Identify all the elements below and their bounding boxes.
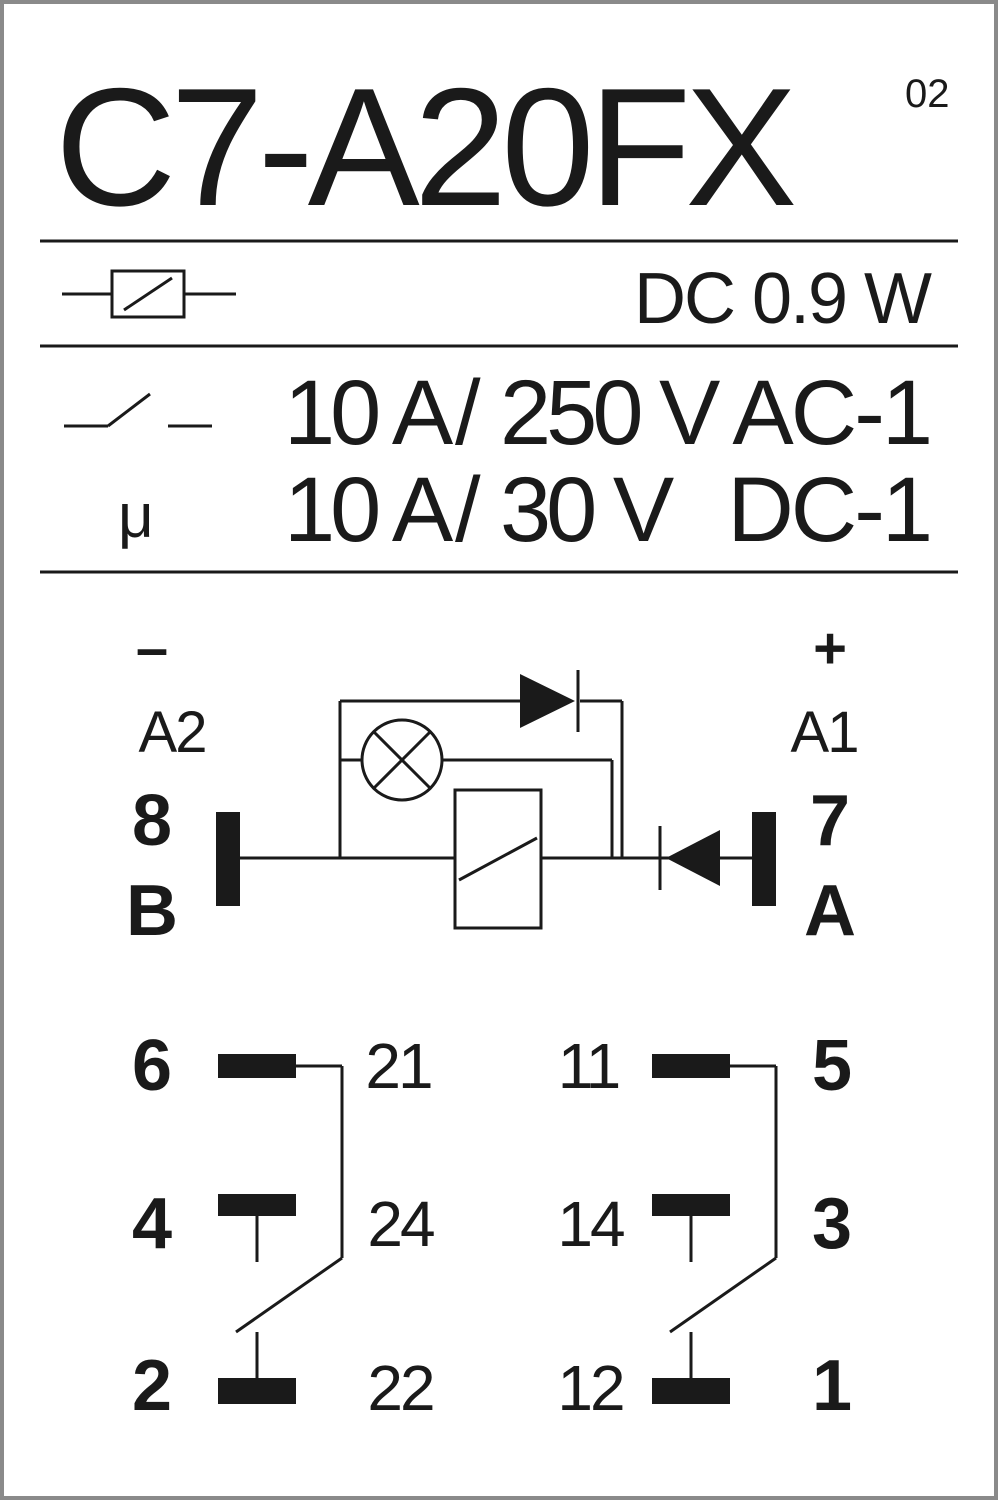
rating-current: 10 A bbox=[284, 362, 454, 464]
pin-3: 3 bbox=[812, 1184, 852, 1264]
switch-left: 6 4 2 21 24 22 bbox=[132, 1026, 437, 1426]
plus-sign: + bbox=[813, 616, 847, 681]
model-number: C7-A20FX bbox=[55, 53, 794, 241]
rating-current: 10 A bbox=[284, 459, 454, 561]
contact-14: 14 bbox=[557, 1188, 624, 1260]
pin-8: 8 bbox=[132, 781, 172, 861]
rating-voltage: 250 V bbox=[500, 362, 720, 464]
pin-5: 5 bbox=[812, 1026, 852, 1106]
diode-icon bbox=[520, 674, 575, 728]
coil-rating: DC 0.9 W bbox=[634, 259, 932, 339]
contact-12: 12 bbox=[557, 1352, 623, 1424]
terminal-a1: A1 bbox=[791, 700, 858, 765]
indicator-lamp-icon bbox=[360, 718, 444, 802]
relay-coil-icon bbox=[62, 269, 236, 319]
contact-24: 24 bbox=[367, 1188, 434, 1260]
coil-box bbox=[453, 788, 543, 930]
pin-6: 6 bbox=[132, 1026, 172, 1106]
pin-4: 4 bbox=[132, 1184, 172, 1264]
rating-category: DC-1 bbox=[727, 459, 930, 561]
switch-right: 11 14 12 5 3 1 bbox=[557, 1026, 852, 1426]
rating-separator: / bbox=[455, 459, 481, 561]
coil-circuit bbox=[216, 670, 776, 930]
diode-icon bbox=[666, 830, 720, 886]
contact-21: 21 bbox=[365, 1030, 431, 1102]
terminal-bar-a bbox=[752, 812, 776, 906]
terminal-bar-b bbox=[216, 812, 240, 906]
pin-1: 1 bbox=[812, 1346, 852, 1426]
revision-number: 02 bbox=[905, 72, 950, 116]
pin-a: A bbox=[804, 871, 856, 951]
contact-22: 22 bbox=[367, 1352, 433, 1424]
minus-sign: – bbox=[136, 616, 168, 681]
switch-contact-icon bbox=[64, 392, 212, 428]
contact-11: 11 bbox=[558, 1030, 619, 1102]
micro-symbol: μ bbox=[118, 482, 154, 551]
terminal-a2: A2 bbox=[139, 700, 206, 765]
rating-category: AC-1 bbox=[732, 362, 930, 464]
pin-b: B bbox=[126, 871, 178, 951]
rating-voltage: 30 V bbox=[500, 459, 674, 561]
rating-row-ac: 10 A / 250 V AC-1 bbox=[284, 362, 933, 464]
rating-row-dc: 10 A / 30 V DC-1 bbox=[284, 459, 933, 561]
pin-7: 7 bbox=[810, 781, 850, 861]
rating-separator: / bbox=[455, 362, 481, 464]
pin-2: 2 bbox=[132, 1346, 172, 1426]
